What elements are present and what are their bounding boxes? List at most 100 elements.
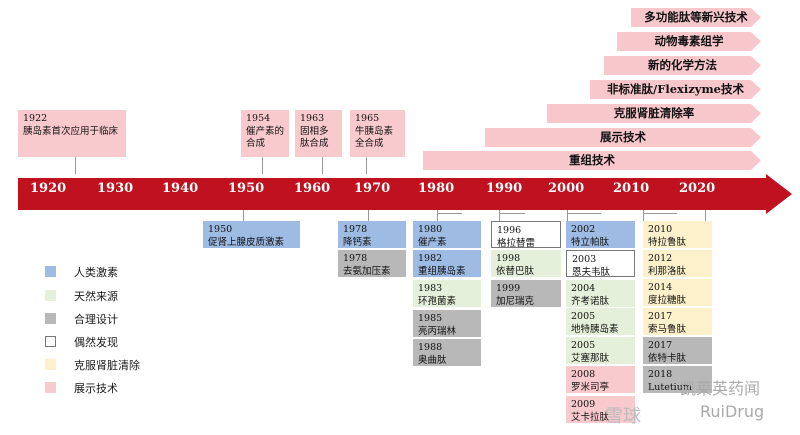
event-text: 环孢菌素 <box>418 295 457 307</box>
event-1950: 1950 促肾上腺皮质激素 <box>203 221 300 248</box>
connector <box>243 210 244 221</box>
event-text: 恩夫韦肽 <box>572 266 611 278</box>
year-label: 2020 <box>679 181 716 196</box>
event-year: 1978 <box>343 224 368 235</box>
connector <box>567 210 568 221</box>
event-year: 2005 <box>571 311 596 322</box>
event-2012: 2012 利那洛肽 <box>643 250 712 277</box>
event-year: 1922 <box>23 113 48 124</box>
event-1999: 1999 加尼瑞克 <box>491 280 561 307</box>
event-year: 1985 <box>418 313 443 324</box>
event-text: 去氨加压素 <box>343 265 391 277</box>
event-1982: 1982 重组胰岛素 <box>413 250 481 277</box>
event-1985: 1985 亮丙瑞林 <box>413 310 481 337</box>
timeline-axis <box>18 174 792 214</box>
event-text: 催产素的合成 <box>246 125 285 150</box>
connector <box>75 157 76 174</box>
event-1998: 1998 依替巴肽 <box>491 250 561 277</box>
event-1983: 1983 环孢菌素 <box>413 280 481 307</box>
event-text: 固相多肽合成 <box>300 125 329 150</box>
event-2008: 2008 罗米司亭 <box>566 366 635 393</box>
event-year: 2004 <box>571 283 596 294</box>
watermark-right: 凯莱英药闻 <box>680 379 761 398</box>
connector <box>322 157 323 174</box>
connector <box>705 210 706 221</box>
event-year: 1996 <box>497 225 522 236</box>
tech-arrow-emerging: 多功能肽等新兴技术 <box>631 8 761 27</box>
connector <box>437 210 438 221</box>
connector <box>567 213 601 214</box>
connector <box>643 210 644 221</box>
event-text: 艾塞那肽 <box>571 352 610 364</box>
event-text: 罗米司亭 <box>571 381 610 393</box>
event-text: 艾卡拉肽 <box>571 411 610 423</box>
event-text: 齐考诺肽 <box>571 295 610 307</box>
event-text: 降钙素 <box>343 236 372 248</box>
event-year: 1999 <box>496 283 521 294</box>
legend-swatch-renal-clearance <box>45 359 56 370</box>
connector <box>262 157 263 174</box>
year-label: 1920 <box>30 181 67 196</box>
event-year: 1982 <box>418 253 443 264</box>
event-2005-detemir: 2005 地特胰岛素 <box>566 308 635 335</box>
event-2017-etelcalcetide: 2017 依特卡肽 <box>643 337 712 364</box>
event-year: 1998 <box>496 253 521 264</box>
event-year: 1965 <box>355 113 380 124</box>
event-year: 2014 <box>648 282 673 293</box>
year-label: 1970 <box>354 181 391 196</box>
tech-arrow-renal-clearance: 克服肾脏清除率 <box>547 104 761 123</box>
event-year: 2012 <box>648 253 673 264</box>
tech-arrow-toxin-omics: 动物毒素组学 <box>617 32 761 51</box>
connector <box>499 210 500 221</box>
legend-label: 合理设计 <box>74 313 118 326</box>
event-year: 1963 <box>300 113 325 124</box>
event-2018: 2018 Lutetium <box>643 366 712 393</box>
event-year: 2003 <box>572 254 597 265</box>
event-text: 利那洛肽 <box>648 265 687 277</box>
event-2005-exenatide: 2005 艾塞那肽 <box>566 337 635 364</box>
event-text: 亮丙瑞林 <box>418 325 457 337</box>
event-text: 依替巴肽 <box>496 265 535 277</box>
connector <box>366 157 367 174</box>
event-text: 地特胰岛素 <box>571 323 619 335</box>
event-2014: 2014 度拉糖肽 <box>643 279 712 306</box>
event-text: 加尼瑞克 <box>496 295 535 307</box>
tech-arrow-display: 展示技术 <box>485 128 761 147</box>
year-label: 2010 <box>613 181 650 196</box>
connector <box>368 210 369 221</box>
event-year: 2002 <box>571 224 596 235</box>
year-label: 1990 <box>486 181 523 196</box>
event-text: 牛胰岛素全合成 <box>355 125 394 150</box>
event-text: 催产素 <box>418 236 447 248</box>
event-2002: 2002 特立帕肽 <box>566 221 635 248</box>
event-1978-calcitonin: 1978 降钙素 <box>338 221 406 248</box>
event-year: 2009 <box>571 399 596 410</box>
legend-swatch-natural-source <box>45 290 56 301</box>
event-1980: 1980 催产素 <box>413 221 481 248</box>
event-year: 1980 <box>418 224 443 235</box>
event-1965: 1965 牛胰岛素全合成 <box>350 110 405 157</box>
connector <box>643 213 677 214</box>
event-text: 奥曲肽 <box>418 354 447 366</box>
legend-label: 克服肾脏清除 <box>74 359 140 372</box>
event-year: 2017 <box>648 340 673 351</box>
event-text: 度拉糖肽 <box>648 294 687 306</box>
event-year: 1978 <box>343 253 368 264</box>
event-text: 索马鲁肽 <box>648 323 687 335</box>
event-year: 2017 <box>648 311 673 322</box>
event-year: 1983 <box>418 283 443 294</box>
event-year: 1954 <box>246 113 271 124</box>
event-2017-semaglutide: 2017 索马鲁肽 <box>643 308 712 335</box>
event-1988: 1988 奥曲肽 <box>413 339 481 366</box>
legend-swatch-display <box>45 382 56 393</box>
year-label: 1930 <box>97 181 134 196</box>
event-1978-desmopressin: 1978 去氨加压素 <box>338 250 406 277</box>
event-year: 2018 <box>648 369 673 380</box>
year-label: 1950 <box>228 181 265 196</box>
event-2010: 2010 特拉鲁肽 <box>643 221 712 248</box>
event-2004: 2004 齐考诺肽 <box>566 280 635 307</box>
event-1963: 1963 固相多肽合成 <box>295 110 342 157</box>
event-text: 特拉鲁肽 <box>648 236 687 248</box>
event-text: Lutetium <box>648 381 692 393</box>
event-2003: 2003 恩夫韦肽 <box>566 250 635 278</box>
